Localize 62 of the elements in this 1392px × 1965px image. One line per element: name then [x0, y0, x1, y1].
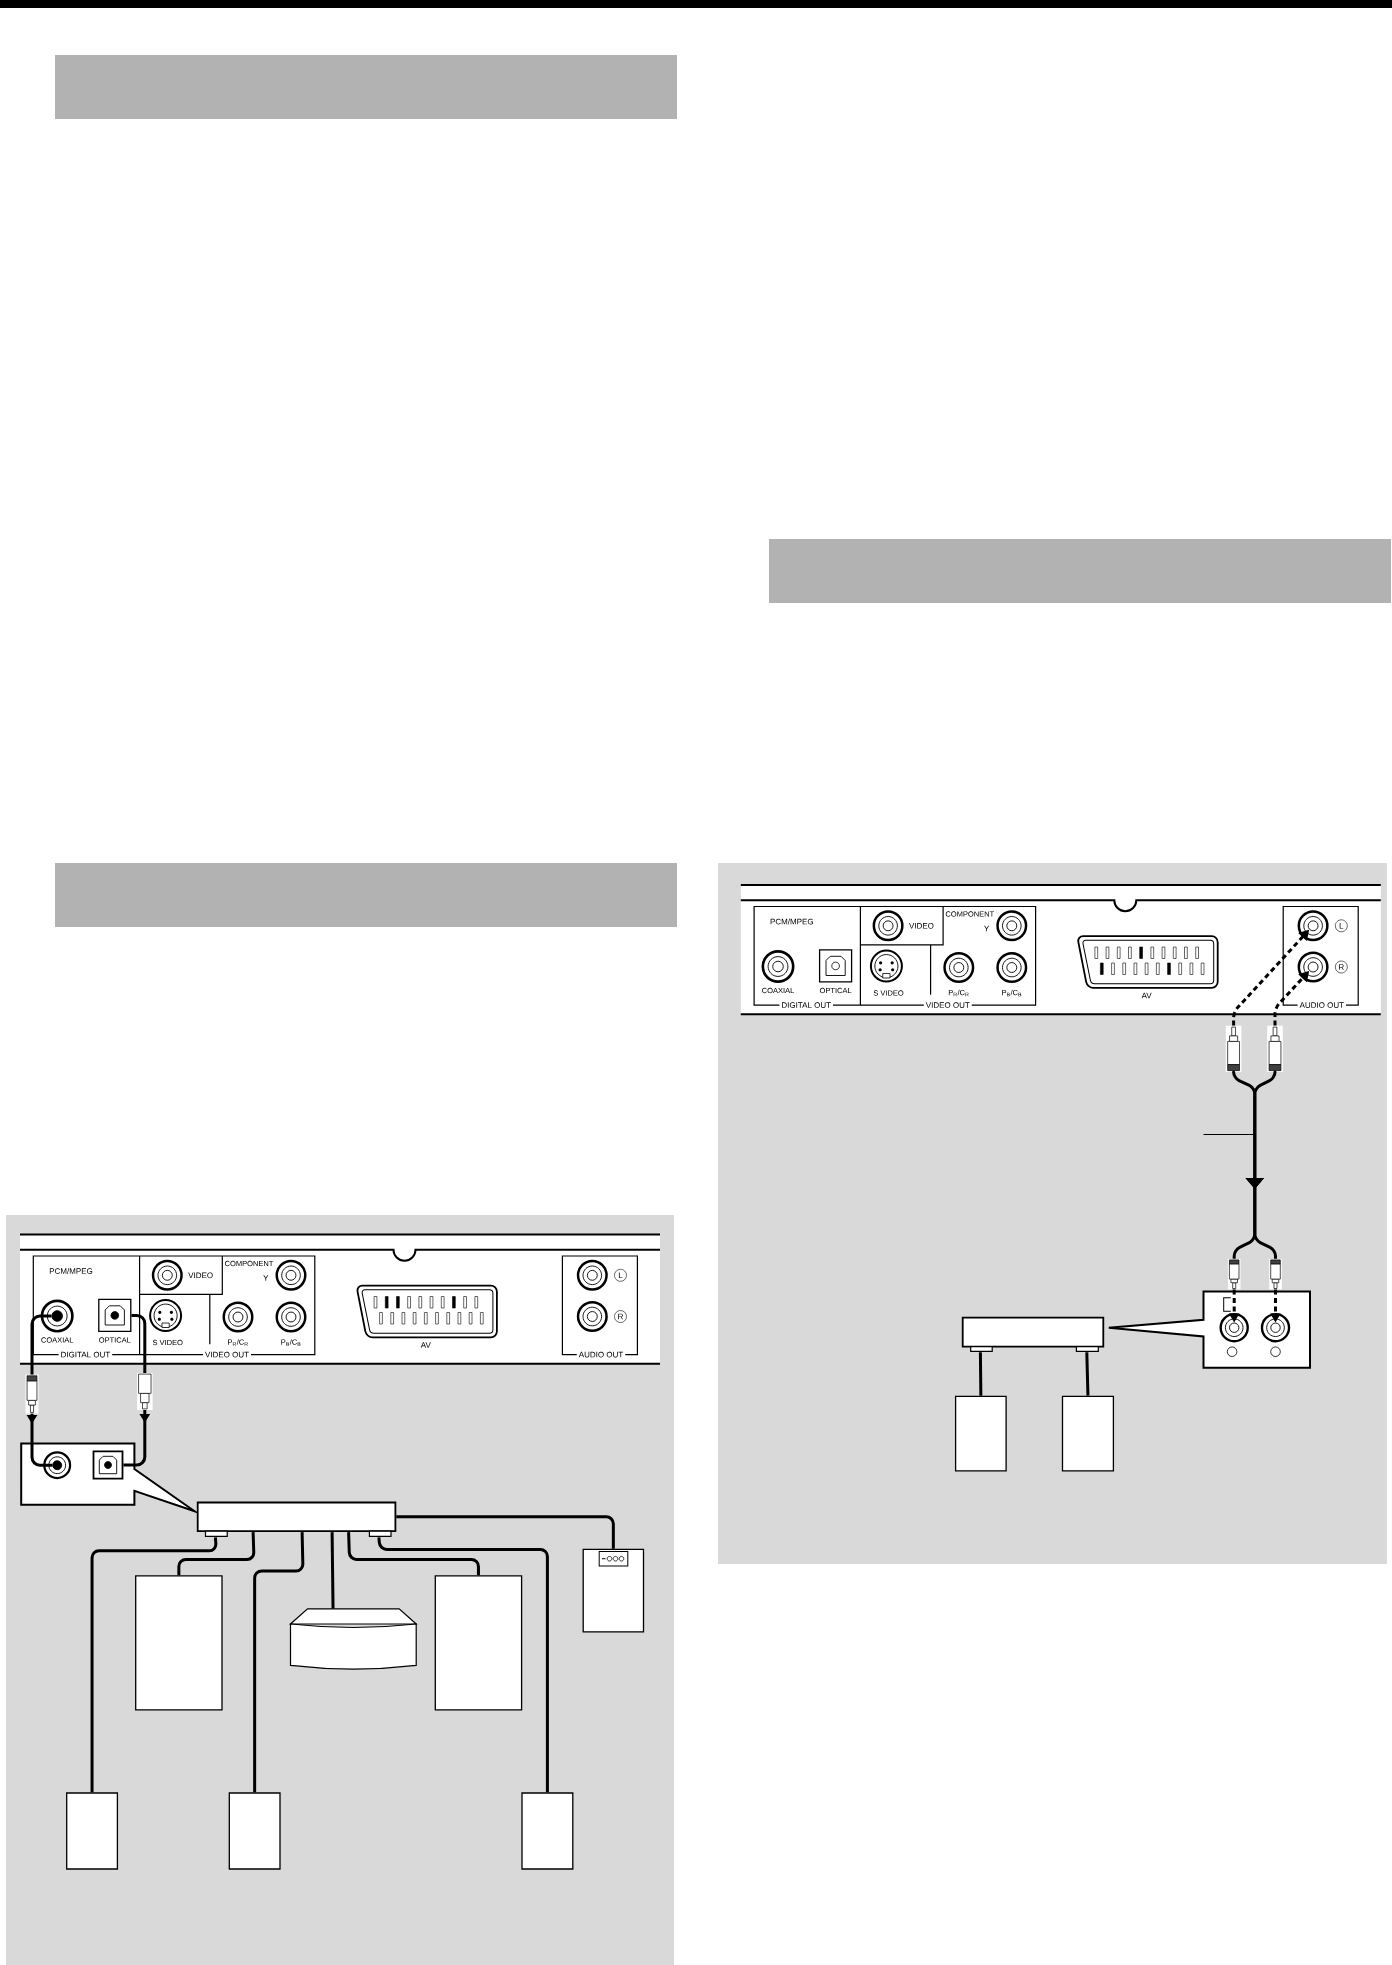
optical-jack — [98, 1298, 132, 1333]
scart-connector — [1077, 935, 1219, 989]
speaker-box — [135, 1575, 223, 1711]
panel-label: AUDIO OUT — [576, 1349, 626, 1360]
s-video-jack — [149, 1299, 183, 1333]
heading-bar — [769, 539, 1391, 603]
circled-label: L — [614, 1269, 627, 1282]
rca-jack — [1297, 910, 1329, 942]
circled-label: L — [1335, 919, 1348, 933]
amplifier-box — [196, 1501, 397, 1537]
scart-connector — [356, 1284, 498, 1339]
heading-bar — [55, 863, 677, 927]
rca-jack — [275, 1259, 307, 1291]
cable — [1085, 1352, 1090, 1396]
jack-label: AV — [1141, 992, 1152, 999]
cable — [123, 1313, 151, 1467]
optical-jack — [818, 949, 853, 983]
jack-label: Y — [984, 925, 990, 932]
rca-jack — [576, 1259, 608, 1291]
cable — [330, 1532, 335, 1609]
jack-label: VIDEO — [909, 923, 934, 929]
jack-label: Y — [263, 1275, 269, 1281]
rca-plug — [1267, 1025, 1283, 1072]
cable — [177, 1532, 256, 1576]
jack-label: VIDEO — [188, 1272, 213, 1279]
rca-jack — [151, 1259, 183, 1291]
cable — [253, 1532, 305, 1793]
rca-jack — [1219, 1313, 1249, 1343]
cable — [90, 1537, 218, 1793]
heading-bar — [55, 55, 677, 119]
rca-jack — [872, 910, 904, 942]
rca-jack — [40, 1299, 74, 1333]
rca-jack — [222, 1301, 254, 1333]
speaker-box — [228, 1792, 281, 1870]
circled-label: R — [1335, 960, 1348, 974]
speaker-box — [954, 1395, 1007, 1472]
cable — [347, 1532, 480, 1576]
rca-jack — [43, 1451, 72, 1480]
speaker-box — [66, 1792, 119, 1870]
s-video-jack — [869, 949, 903, 983]
panel-label: DIGITAL OUT — [58, 1349, 113, 1360]
panel-label: VIDEO OUT — [203, 1349, 251, 1360]
rca-jack — [1297, 951, 1329, 983]
panel-label: AUDIO OUT — [1297, 1000, 1346, 1010]
speaker-box — [434, 1575, 523, 1711]
cable — [396, 1515, 615, 1549]
speaker-box — [1061, 1395, 1115, 1472]
panel-label: PCM/MPEG — [49, 1268, 93, 1274]
rca-jack — [996, 910, 1028, 942]
optical-jack — [92, 1450, 124, 1480]
panel-label: VIDEO OUT — [923, 1000, 972, 1010]
panel-label: PCM/MPEG — [770, 918, 813, 925]
cable — [978, 1352, 983, 1396]
rca-plug — [1269, 1259, 1282, 1290]
amplifier-box — [961, 1316, 1105, 1352]
cable — [377, 1537, 549, 1793]
rca-jack — [275, 1301, 307, 1333]
panel-label: DIGITAL OUT — [779, 1000, 833, 1010]
rca-jack — [1260, 1313, 1291, 1343]
speaker-box — [521, 1792, 574, 1870]
jack-label: AV — [420, 1342, 431, 1348]
circled-label: R — [614, 1310, 627, 1323]
